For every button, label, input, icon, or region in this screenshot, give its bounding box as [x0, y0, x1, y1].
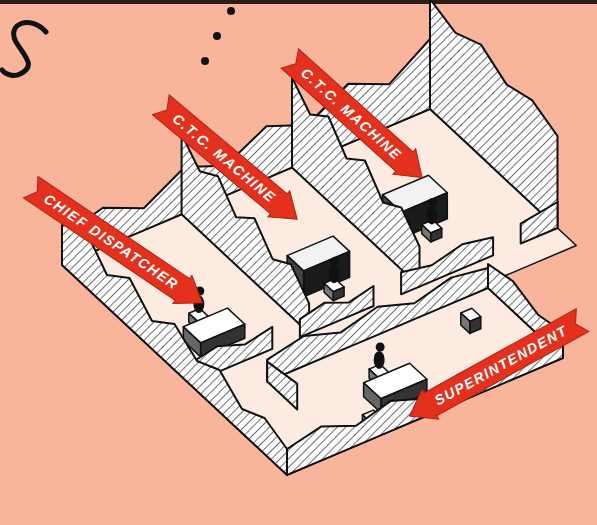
banner-arrow [150, 92, 308, 232]
callout-banner: C.T.C. MACHINE [150, 92, 308, 232]
chair [470, 317, 481, 334]
banner-label: SUPERINTENDENT [432, 323, 569, 408]
banner-arrow [21, 173, 212, 317]
cutaway-wall [267, 362, 297, 410]
banner-label: CHIEF DISPATCHER [41, 191, 181, 291]
banner-label: C.T.C. MACHINE [170, 111, 278, 205]
chair [333, 287, 344, 301]
chair [431, 228, 442, 242]
cutaway-wall [521, 202, 558, 244]
chair [461, 313, 470, 333]
person [376, 342, 385, 351]
callout-banner: SUPERINTENDENT [401, 305, 591, 431]
person [374, 351, 385, 369]
cutaway-wall [430, 0, 558, 228]
desk [364, 383, 381, 413]
person [426, 207, 437, 225]
chair [324, 283, 333, 300]
banner-arrow [401, 305, 591, 431]
top-edge [0, 0, 597, 4]
person [331, 257, 340, 266]
dot [227, 7, 235, 15]
title-fragment [2, 23, 46, 76]
person [428, 198, 437, 207]
chair [422, 225, 431, 242]
banner-arrow [278, 46, 433, 190]
dot [213, 32, 221, 40]
cutaway-wall [62, 225, 287, 475]
banner-label: C.T.C. MACHINE [299, 65, 405, 162]
callout-banner: C.T.C. MACHINE [278, 46, 433, 190]
callout-banner: CHIEF DISPATCHER [21, 173, 212, 317]
person [329, 265, 340, 283]
dot [201, 57, 209, 65]
cutaway-wall [267, 268, 488, 382]
